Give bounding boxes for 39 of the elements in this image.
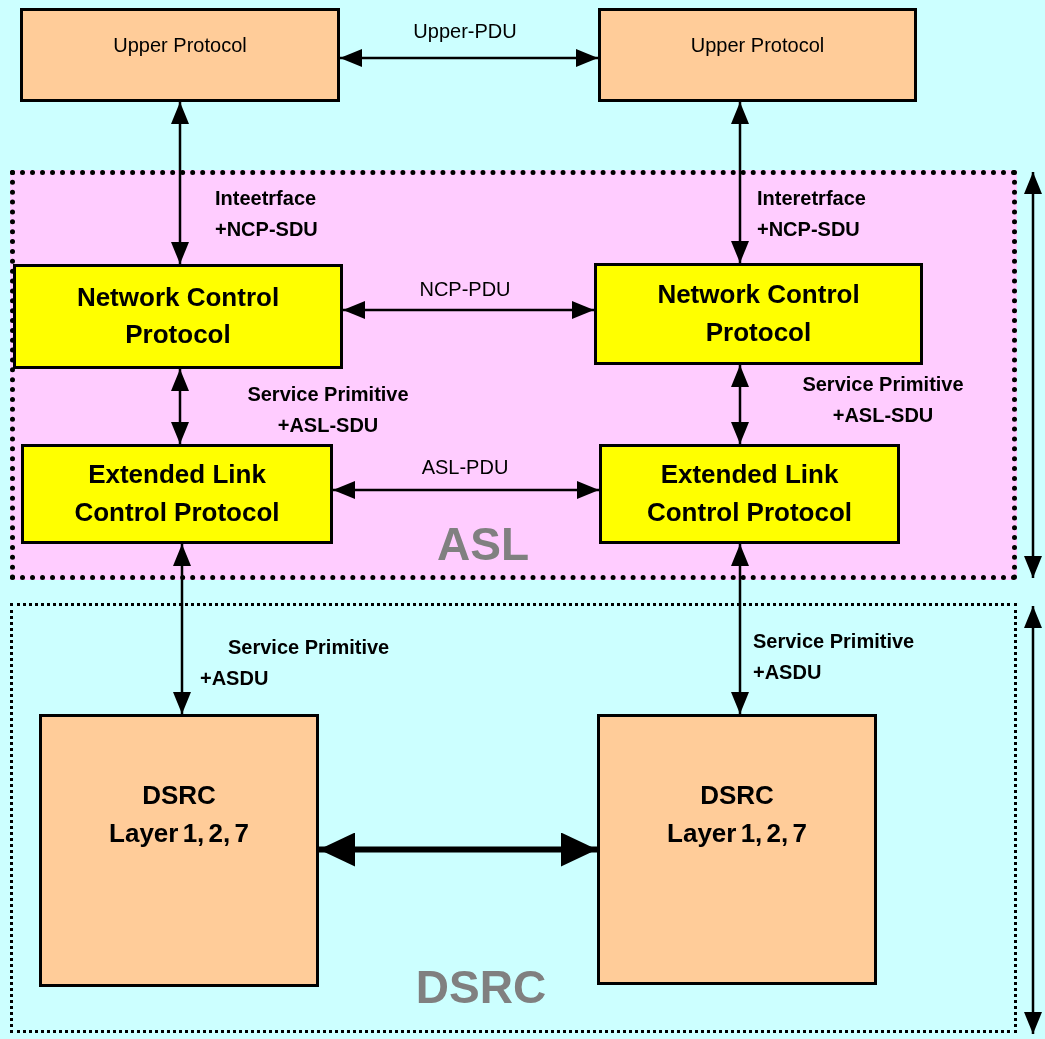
layer-band — [10, 603, 1017, 1033]
edge-label: Interetrface +NCP-SDU — [757, 186, 867, 242]
box-label: DSRC Layer 1, 2, 7 — [666, 779, 808, 850]
layer-box — [597, 714, 877, 985]
protocol-box — [21, 444, 333, 544]
edge-label: Service Primitive +ASL-SDU — [246, 382, 410, 438]
edge-label: Service Primitive +ASDU — [200, 635, 391, 691]
box-label: Extended Link Control Protocol — [73, 458, 281, 529]
connector-arrow — [333, 481, 599, 499]
connector-arrow — [171, 369, 189, 444]
edge-label: ASL-PDU — [420, 455, 510, 480]
protocol-box — [594, 263, 923, 365]
box-label: DSRC Layer 1, 2, 7 — [108, 779, 250, 850]
connector-arrow — [173, 544, 191, 714]
protocol-box — [598, 8, 917, 102]
layer-label: ASL — [436, 517, 530, 572]
connector-arrow — [731, 365, 749, 444]
layer-box — [39, 714, 319, 987]
box-label: Network Control Protocol — [75, 280, 281, 352]
connector-arrow — [319, 832, 597, 867]
protocol-box — [13, 264, 343, 369]
edge-label: Inteetrface +NCP-SDU — [215, 186, 319, 242]
edge-label: NCP-PDU — [418, 277, 512, 302]
edge-label: Service Primitive +ASL-SDU — [801, 372, 965, 428]
connector-arrow — [731, 544, 749, 714]
connector-arrow — [171, 102, 189, 264]
edge-label: Upper-PDU — [412, 19, 518, 44]
box-label: Network Control Protocol — [656, 278, 861, 349]
layer-label: DSRC — [414, 960, 548, 1015]
connector-arrow — [340, 49, 598, 67]
connector-arrow — [731, 102, 749, 263]
box-label: Upper Protocol — [112, 33, 248, 58]
protocol-box — [20, 8, 340, 102]
edge-label: Service Primitive +ASDU — [753, 629, 916, 685]
protocol-box — [599, 444, 900, 544]
layer-band — [10, 170, 1017, 580]
box-label: Upper Protocol — [689, 33, 826, 58]
connector-arrow — [343, 301, 594, 319]
box-label: Extended Link Control Protocol — [645, 458, 854, 529]
